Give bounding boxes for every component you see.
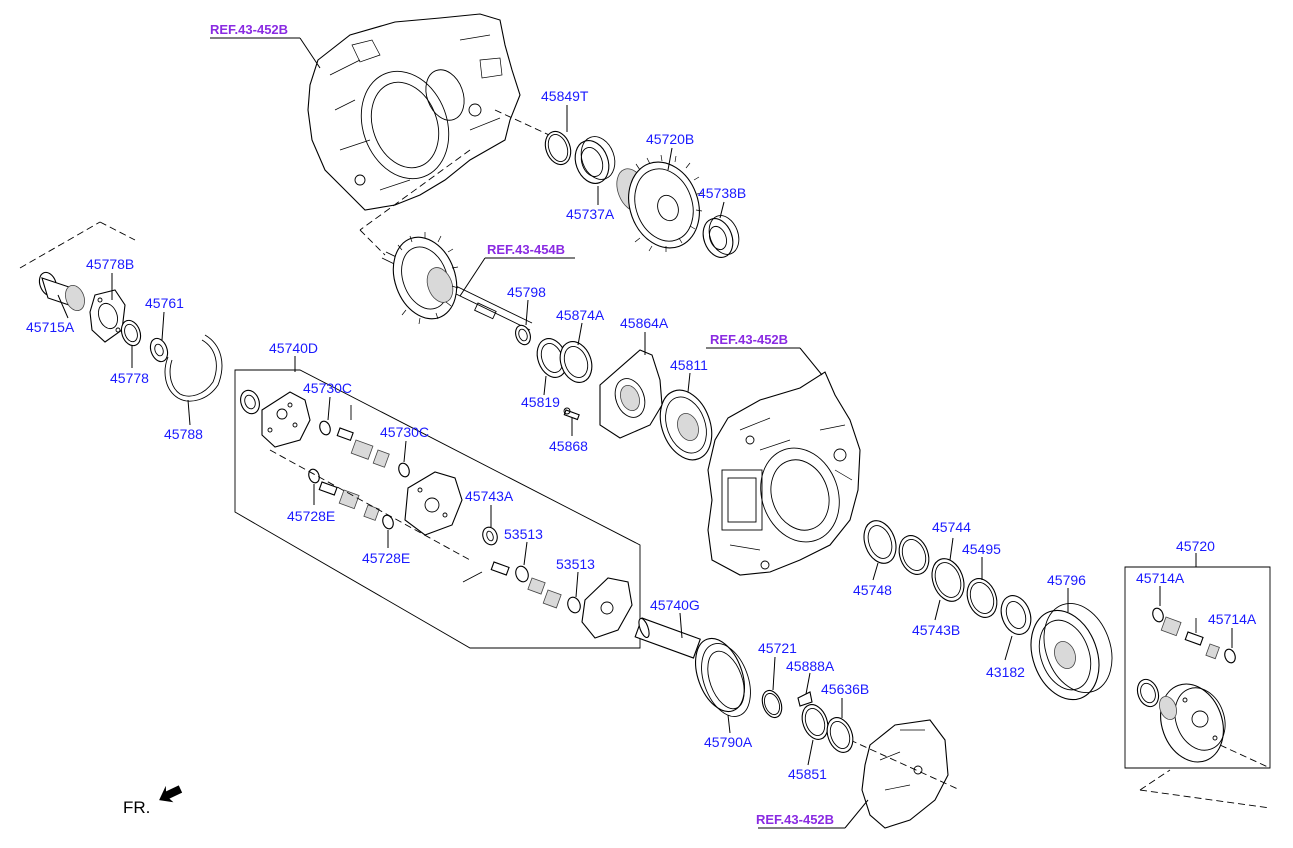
part-45743B-ring <box>931 558 965 602</box>
part-label-45819[interactable]: 45819 <box>521 394 560 410</box>
carrier-assembly-box <box>234 369 641 649</box>
transmission-case <box>707 371 861 576</box>
part-45761-washer <box>149 337 169 363</box>
part-label-45495[interactable]: 45495 <box>962 541 1001 557</box>
part-label-45796[interactable]: 45796 <box>1047 572 1086 588</box>
part-45849T-snap-ring <box>544 130 572 166</box>
part-45778-seal <box>120 319 142 347</box>
front-direction-arrow-icon <box>159 785 183 803</box>
axis-line <box>1139 789 1271 809</box>
assembly-45720-parts <box>1152 607 1236 763</box>
carrier-parts <box>240 389 633 639</box>
part-label-45714A-2[interactable]: 45714A <box>1208 611 1257 627</box>
axis-line <box>19 221 101 269</box>
part-label-45790A[interactable]: 45790A <box>704 734 753 750</box>
part-45851-bearing <box>801 704 829 740</box>
part-label-45730C-2[interactable]: 45730C <box>380 424 429 440</box>
axis-line <box>1219 744 1271 769</box>
part-45720B-gear <box>616 154 704 252</box>
part-label-53513-2[interactable]: 53513 <box>556 556 595 572</box>
ref-label-case[interactable]: REF.43-452B <box>710 332 788 347</box>
part-label-45740D[interactable]: 45740D <box>269 340 318 356</box>
rear-cover <box>861 719 949 829</box>
part-label-43182[interactable]: 43182 <box>986 664 1025 680</box>
part-label-45778[interactable]: 45778 <box>110 370 149 386</box>
part-label-45636B[interactable]: 45636B <box>821 681 869 697</box>
part-45744-ring <box>898 535 930 575</box>
part-label-45715A[interactable]: 45715A <box>26 319 75 335</box>
part-label-45738B[interactable]: 45738B <box>698 185 746 201</box>
part-label-45743A[interactable]: 45743A <box>465 488 514 504</box>
part-45888A-clip <box>797 691 813 707</box>
part-45868-bolt <box>563 407 580 421</box>
part-45796-drum <box>1030 602 1113 701</box>
part-45748-seal <box>863 520 897 564</box>
part-label-45788[interactable]: 45788 <box>164 426 203 442</box>
part-label-45720[interactable]: 45720 <box>1176 538 1215 554</box>
part-45798-washer <box>515 324 531 346</box>
part-45740G-shaft <box>634 617 701 659</box>
part-45737A-bearing <box>574 136 616 184</box>
part-label-45743B[interactable]: 45743B <box>912 622 960 638</box>
part-label-45737A[interactable]: 45737A <box>566 206 615 222</box>
output-shaft <box>381 232 533 331</box>
part-label-53513-1[interactable]: 53513 <box>504 526 543 542</box>
axis-line <box>99 221 136 241</box>
part-45874A-ring <box>559 341 593 383</box>
part-45811-gear <box>659 389 713 461</box>
part-label-45811[interactable]: 45811 <box>670 357 708 373</box>
small-o-ring <box>1136 678 1160 708</box>
part-label-45740G[interactable]: 45740G <box>650 597 700 613</box>
axis-line <box>359 229 386 256</box>
axis-line <box>269 449 471 561</box>
ref-label-top[interactable]: REF.43-452B <box>210 22 288 37</box>
part-45738B-bearing <box>702 215 740 258</box>
part-45495-ring <box>966 578 998 618</box>
ref-label-shaft[interactable]: REF.43-454B <box>487 242 565 257</box>
part-label-45720B[interactable]: 45720B <box>646 131 694 147</box>
part-label-45721[interactable]: 45721 <box>758 640 797 656</box>
transmission-housing-top <box>307 13 521 211</box>
part-label-45851[interactable]: 45851 <box>788 766 827 782</box>
part-label-45888A[interactable]: 45888A <box>786 658 835 674</box>
part-45864A-retainer <box>599 349 663 439</box>
part-label-45748[interactable]: 45748 <box>853 582 892 598</box>
part-label-45778B[interactable]: 45778B <box>86 256 134 272</box>
part-label-45730C-1[interactable]: 45730C <box>303 380 352 396</box>
ref-label-cover[interactable]: REF.43-452B <box>756 812 834 827</box>
part-label-45728E-2[interactable]: 45728E <box>362 550 410 566</box>
part-45790A-ring-gear <box>695 637 751 717</box>
axis-line <box>1139 769 1171 791</box>
part-label-45864A[interactable]: 45864A <box>620 315 669 331</box>
part-label-45728E-1[interactable]: 45728E <box>287 508 335 524</box>
part-43182-retainer <box>1000 595 1032 635</box>
part-label-45744[interactable]: 45744 <box>932 519 971 535</box>
part-45778B-plate <box>89 289 126 343</box>
front-label: FR. <box>123 798 150 817</box>
part-label-45849T[interactable]: 45849T <box>541 88 589 104</box>
part-45715A-sleeve <box>38 271 85 311</box>
part-label-45761[interactable]: 45761 <box>145 295 184 311</box>
part-label-45714A-1[interactable]: 45714A <box>1136 570 1185 586</box>
part-45636B-ring <box>826 717 854 753</box>
part-45788-snap-ring <box>164 334 223 402</box>
part-45721-snap-ring <box>761 689 783 719</box>
part-label-45868[interactable]: 45868 <box>549 438 588 454</box>
part-label-45798[interactable]: 45798 <box>507 284 546 300</box>
axis-line <box>359 149 471 231</box>
leader-lines <box>57 37 1233 829</box>
axis-line <box>849 739 961 791</box>
part-label-45874A[interactable]: 45874A <box>556 307 605 323</box>
